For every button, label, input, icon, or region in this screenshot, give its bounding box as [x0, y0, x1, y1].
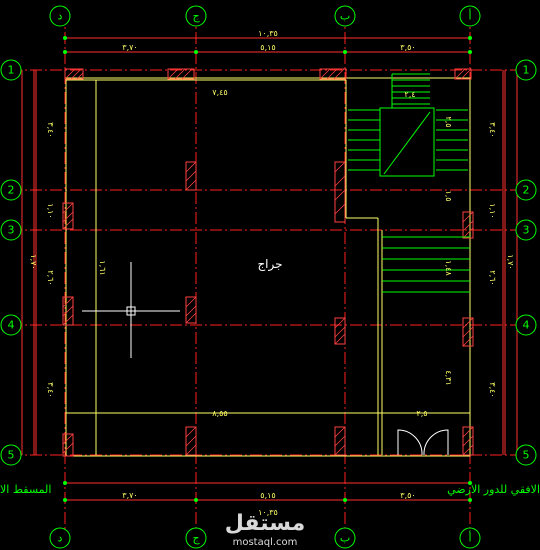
axis-label-col-b-top: ب: [340, 10, 350, 23]
dim-left-2-3: ١,١٠: [46, 203, 55, 218]
axis-label-row-1-left: 1: [8, 64, 15, 77]
dim-top-left: ٣,٧٠: [122, 43, 137, 52]
axis-bubbles: [0, 5, 537, 549]
dim-stair-mid: ١,٥: [444, 190, 453, 201]
axis-label-row-2-left: 2: [8, 184, 15, 197]
outer-wall: [65, 77, 471, 457]
dim-left-overall: ١,٧٠: [29, 254, 38, 269]
dimension-ticks: [63, 36, 472, 502]
caption-left: المسقط الا: [0, 483, 51, 496]
dim-top-right: ٣,٥٠: [400, 43, 415, 52]
axis-label-row-4-right: 4: [523, 319, 530, 332]
cad-crosshair: [82, 262, 180, 358]
room-label-garage: جراج: [257, 257, 282, 272]
dim-right-2-3: ١,١٠: [488, 203, 497, 218]
dim-inner-top: ٧,٤٥: [212, 88, 227, 97]
dim-left-1-2: ٣,٤٠: [46, 122, 55, 137]
dim-door-width: ٢,٥: [416, 409, 427, 418]
dim-stair-lower: ١,٤٨: [444, 260, 453, 276]
dim-stair-bottom: ٤,٣١: [444, 370, 453, 385]
watermark-site: mostaql.com: [233, 537, 298, 548]
dim-bottom-total: ١٠,٣٥: [258, 508, 278, 517]
dim-stair-top: ٢,٤: [404, 90, 415, 99]
axis-label-row-3-right: 3: [523, 224, 530, 237]
axis-labels: د ج ب أ د ج ب أ 1 2 3 4 5 1 2 3 4 5: [8, 9, 530, 545]
dimension-lines: [21, 37, 518, 501]
axis-label-row-5-left: 5: [8, 449, 15, 462]
dim-inner-left: ١,٦١: [98, 260, 107, 275]
dim-right-3-4: ٢,٦٠: [488, 270, 497, 285]
dim-stair-side: ٢,٥: [444, 116, 453, 127]
axis-label-col-c-top: ج: [192, 10, 200, 23]
dim-bottom-left: ٣,٧٠: [122, 491, 137, 500]
grid-lines: [10, 12, 530, 545]
column-hatching: [62, 68, 474, 456]
walls: [65, 77, 471, 457]
axis-label-col-a-top: أ: [468, 9, 471, 23]
axis-label-col-b-bottom: ب: [340, 532, 350, 545]
axis-label-row-4-left: 4: [8, 319, 15, 332]
door: [397, 429, 449, 456]
dim-top-mid: ٥,١٥: [260, 43, 275, 52]
axis-label-col-c-bottom: ج: [192, 532, 200, 545]
axis-label-col-d-top: د: [58, 10, 63, 23]
columns: [62, 68, 474, 457]
dimension-texts: ١٠,٣٥ ٥,١٥ ٣,٧٠ ٣,٥٠ ٥,١٥ ٣,٧٠ ٣,٥٠ ١٠,٣…: [29, 29, 515, 517]
axis-label-col-d-bottom: د: [58, 532, 63, 545]
dim-left-4-5: ٣,٤٠: [46, 382, 55, 397]
watermark: مستقل mostaql.com: [225, 511, 305, 548]
dim-bottom-right: ٣,٥٠: [400, 491, 415, 500]
axis-label-row-3-left: 3: [8, 224, 15, 237]
watermark-brand: مستقل: [225, 511, 305, 536]
dim-top-total: ١٠,٣٥: [258, 29, 278, 38]
caption-right: الافقي للدور الارضي: [447, 483, 540, 496]
dim-left-3-4: ٢,٦٠: [46, 270, 55, 285]
dim-inner-bottom: ٨,٥٥: [212, 409, 227, 418]
dim-right-overall: ١,٧٠: [506, 254, 515, 269]
dim-bottom-mid: ٥,١٥: [260, 491, 275, 500]
axis-label-row-1-right: 1: [523, 64, 530, 77]
axis-label-row-5-right: 5: [523, 449, 530, 462]
stairs: [348, 73, 470, 293]
axis-label-col-a-bottom: أ: [468, 531, 471, 545]
dim-right-1-2: ٣,٤٠: [488, 122, 497, 137]
dim-right-4-5: ٣,٤٠: [488, 382, 497, 397]
axis-label-row-2-right: 2: [523, 184, 530, 197]
